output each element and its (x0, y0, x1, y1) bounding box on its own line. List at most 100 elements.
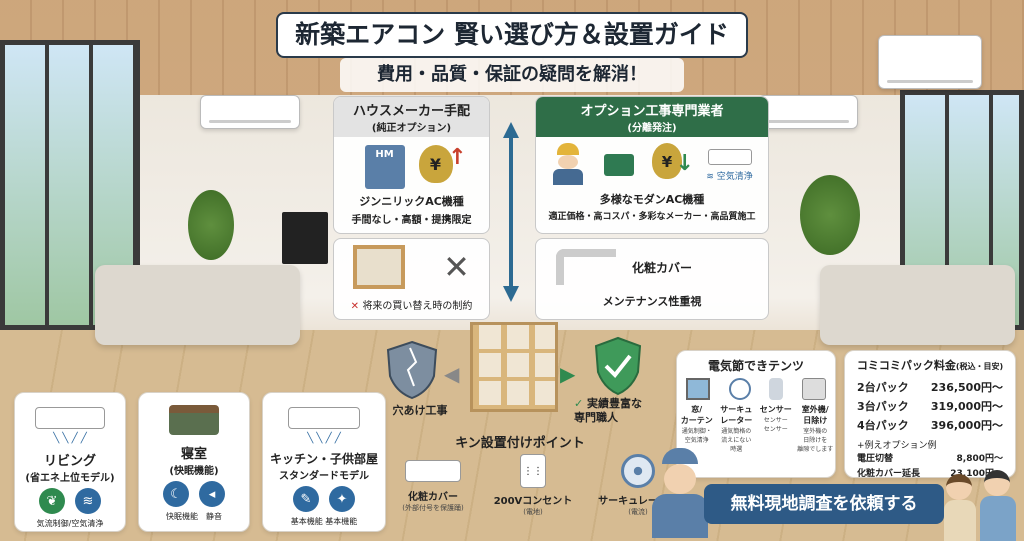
housemaker-panel: ハウスメーカー手配 (純正オプション) HM ¥ ↑ ジンニリックAC機種 手間… (333, 96, 490, 234)
outdoor-unit-icon (801, 378, 826, 400)
request-survey-button[interactable]: 無料現地調査を依頼する (704, 484, 944, 524)
contractor-cover-card: 化粧カバー メンテナンス性重視 (535, 238, 769, 320)
room-subtitle: (省エネ上位モデル) (25, 473, 115, 484)
airflow-icon: ╲ ╲ ╱ ╱ (307, 433, 341, 444)
pricing-title: コミコミパック料金 (856, 359, 956, 372)
housemaker-subtitle: (純正オプション) (371, 123, 452, 134)
option-price: 23,100円〜 (950, 469, 1003, 479)
room-title: 寝室 (180, 447, 207, 462)
install-point-cover: 化粧カバー (外部付号を保護踊) (388, 452, 478, 532)
housemaker-line1: ジンニリックAC機種 (359, 195, 464, 208)
contractor-note: メンテナンス性重視 (602, 295, 702, 308)
wall-ac-center-right (758, 95, 858, 129)
contractor-title: オプション工事専門業者 (580, 104, 724, 119)
worker-illustration (650, 448, 710, 541)
install-points-title: キン設置付けポイント (455, 436, 585, 451)
price-value: 236,500円〜 (930, 381, 1003, 394)
compare-double-arrow-icon (503, 122, 519, 302)
contractor-subtitle: (分離発注) (627, 123, 677, 134)
tip-sub: 室外機の 日除けを 離隙でします (797, 428, 834, 453)
tip-item: サーキュ レーター通気簡格の 流えにない 時選 (717, 404, 755, 453)
toolbox-icon (603, 154, 634, 176)
tip-item: センサーセンサー センサー (757, 404, 795, 453)
couple-illustration (944, 470, 1022, 541)
pipe-cover-icon (556, 249, 616, 285)
expert-craftsman-label: ✓ 実績豊富な 専門職人 (574, 397, 674, 425)
wind-icon: ≋ (75, 488, 101, 514)
tv (282, 212, 328, 264)
option-price: 8,800円〜 (956, 454, 1003, 464)
option-row: 電圧切替 8,800円〜 (853, 451, 1007, 464)
housemaker-line2: 手間なし・高額・提携限定 (351, 215, 472, 226)
tip-label: 室外機/ 日除け (801, 405, 829, 425)
wind-icon: ≋ (706, 171, 717, 182)
cracked-shield-icon (384, 340, 440, 400)
price-value: 319,000円〜 (930, 400, 1003, 413)
tip-item: 室外機/ 日除け室外機の 日除けを 離隙でします (796, 404, 834, 453)
contractor-panel: オプション工事専門業者 (分離発注) ¥ ↓ ≋ 空気清浄 多様なモダンAC機種… (535, 96, 769, 234)
option-row: 化粧カバー延長 23,100円〜 (853, 466, 1007, 479)
options-title: +例えオプション例 (857, 441, 937, 451)
air-purifier-feature: ≋ 空気清浄 (706, 148, 753, 182)
housemaker-constraint-card: ✕ ✕ 将来の買い替え時の制約 (333, 238, 490, 320)
install-point-sub: (電地) (523, 508, 543, 516)
airflow-icon: ╲ ╲ ╱ ╱ (53, 433, 87, 444)
cover-label: 化粧カバー (632, 260, 693, 275)
moon-icon: ☾ (163, 481, 189, 507)
install-point-label: 200Vコンセント (493, 496, 573, 507)
room-card-living: ╲ ╲ ╱ ╱ リビング (省エネ上位モデル) ❦ ≋ 気流制御/空気清浄 (14, 392, 126, 532)
install-point-label: 化粧カバー (408, 492, 458, 503)
left-sofa (95, 265, 300, 345)
check-shield-icon (592, 336, 644, 396)
contractor-line1: 多様なモダンAC機種 (599, 193, 705, 206)
wall-ac-left (200, 95, 300, 129)
tip-label: 窓/ カーテン (680, 405, 713, 425)
cross-icon: ✕ (443, 248, 470, 286)
housemaker-title: ハウスメーカー手配 (352, 104, 470, 119)
right-plant (800, 175, 860, 255)
price-row: 4台パック 396,000円〜 (853, 417, 1007, 433)
outlet-icon: ⋮⋮ (520, 454, 546, 488)
tip-sub: センサー センサー (763, 417, 788, 433)
ac-cover-icon (405, 460, 461, 482)
sensor-icon (769, 378, 784, 400)
tip-label: センサー (759, 405, 792, 414)
circulator-icon (728, 378, 751, 400)
settings-icon: ✦ (329, 486, 355, 512)
right-green-arrow-icon: ▶ (560, 362, 576, 386)
room-card-kitchen: ╲ ╲ ╱ ╱ キッチン・子供部屋 スタンダードモデル ✎ ✦ 基本機能 基本機… (262, 392, 386, 532)
tip-label: サーキュ レーター (720, 405, 753, 425)
housemaker-note: 将来の買い替え時の制約 (362, 301, 473, 312)
energy-tips-card: 電気節できテンツ 窓/ カーテン通気制御・ 空気清浄 サーキュ レーター通気簡格… (676, 350, 836, 478)
money-bag-up-icon: ¥ ↑ (418, 145, 467, 189)
wall-frame-icon (470, 322, 558, 412)
room-card-bedroom: 寝室 (快眠機能) ☾ ◂ 快眠機能 静音 (138, 392, 250, 532)
tip-sub: 通気簡格の 流えにない 時選 (721, 428, 752, 453)
wrench-icon: ✎ (293, 486, 319, 512)
air-purifier-label: 空気清浄 (716, 171, 753, 182)
price-label: 4台パック (857, 419, 909, 432)
warning-x-icon: ✕ (350, 301, 363, 312)
room-title: リビング (43, 454, 96, 469)
option-label: 電圧切替 (857, 454, 894, 464)
room-subtitle: スタンダードモデル (279, 471, 369, 482)
tips-title: 電気節できテンツ (707, 359, 804, 373)
install-point-outlet: ⋮⋮ 200Vコンセント (電地) (483, 452, 583, 532)
install-point-circulator: サーキュレーター (電流) (588, 452, 688, 532)
tip-item: 窓/ カーテン通気制御・ 空気清浄 (678, 404, 716, 453)
install-point-sub: (外部付号を保護踊) (402, 504, 464, 512)
page-title: 新築エアコン 賢い選び方＆設置ガイド (276, 12, 748, 58)
install-point-sub: (電流) (628, 508, 648, 516)
price-label: 3台パック (857, 400, 909, 413)
option-label: 化粧カバー延長 (857, 469, 921, 479)
price-value: 396,000円〜 (930, 419, 1003, 432)
circulator-icon (621, 454, 655, 488)
room-footer: 気流制御/空気清浄 (36, 519, 104, 528)
window-frame-icon (353, 245, 406, 289)
room-footer: 基本機能 基本機能 (290, 517, 358, 526)
install-point-label: サーキュレーター (598, 496, 678, 507)
room-subtitle: (快眠機能) (169, 466, 219, 477)
install-points-list: 化粧カバー (外部付号を保護踊) ⋮⋮ 200Vコンセント (電地) サーキュレ… (388, 452, 688, 532)
